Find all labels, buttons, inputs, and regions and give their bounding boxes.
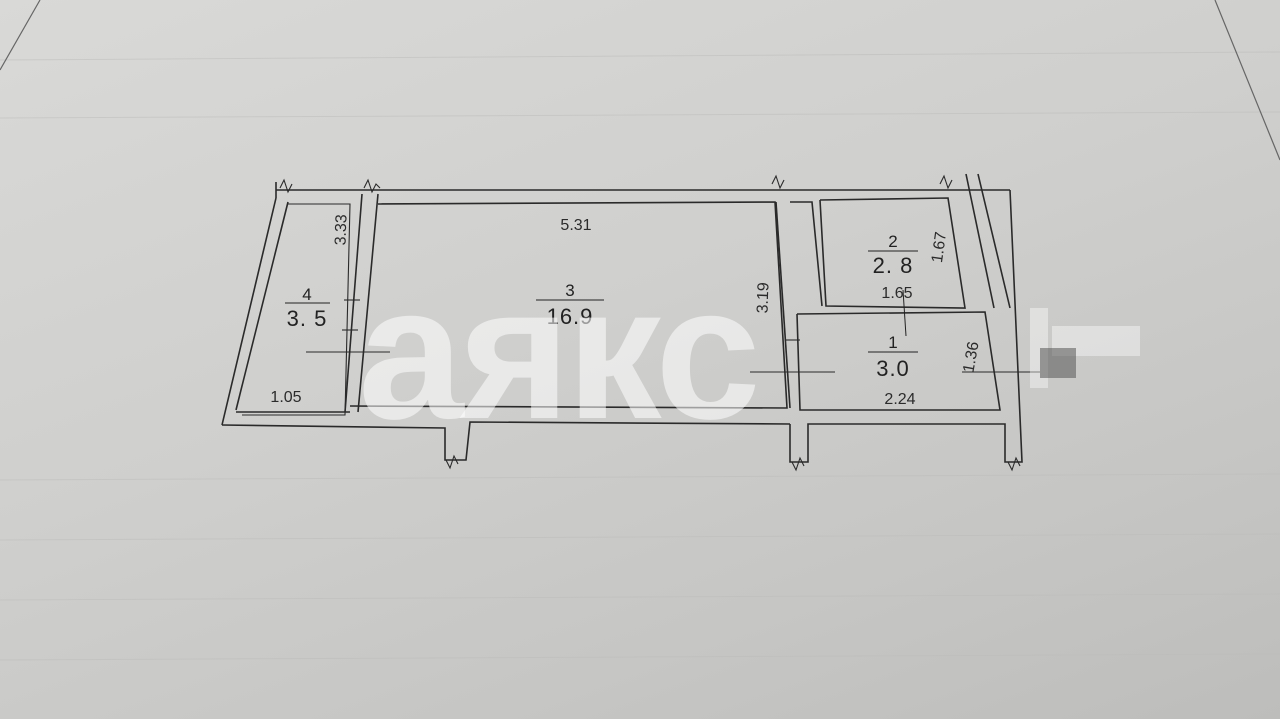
dim-room1-depth: 1.36 [960,340,982,374]
dim-room4-depth: 3.33 [332,214,350,246]
dim-room4-width: 1.05 [270,389,301,406]
room-2-area: 2. 8 [873,253,914,278]
room-1-number: 1 [888,333,897,352]
room-2-number: 2 [888,232,897,251]
room-2-outline [819,197,966,309]
room-4-outline [242,203,390,416]
dim-room3-depth: 3.19 [754,282,772,314]
room-3-label: 3 16.9 [536,281,604,329]
room-4-label: 4 3. 5 [285,285,330,331]
watermark-logo: аякс [358,247,1140,459]
room-4-number: 4 [302,285,311,304]
room-1-area: 3.0 [876,356,910,381]
room-3-outline [349,201,788,409]
watermark-dark-blob [1040,348,1076,378]
room-3-area: 16.9 [547,304,594,329]
sheet-edge-right [1214,0,1280,161]
dim-room1-width: 2.24 [884,391,915,408]
sheet-edge-left [0,0,41,71]
room-1-label: 1 3.0 [868,289,918,381]
partition-3-4 [342,193,379,413]
room-2-label: 2 2. 8 [868,232,918,278]
dim-room3-width: 5.31 [560,217,591,234]
wall-break-marks [279,174,1021,472]
paper-lines [0,51,1280,661]
dimension-labels: 5.31 3.19 3.33 1.05 1.67 1.65 1.36 2.24 [270,214,1040,408]
dim-room2-depth: 1.67 [929,231,950,264]
outer-walls [221,173,1023,463]
watermark-text: аякс [358,247,757,459]
room-3-number: 3 [565,281,574,300]
room-1-outline [750,311,1001,411]
room-4-area: 3. 5 [287,306,328,331]
corridor-column [775,201,823,409]
dim-room2-width: 1.65 [881,285,912,302]
